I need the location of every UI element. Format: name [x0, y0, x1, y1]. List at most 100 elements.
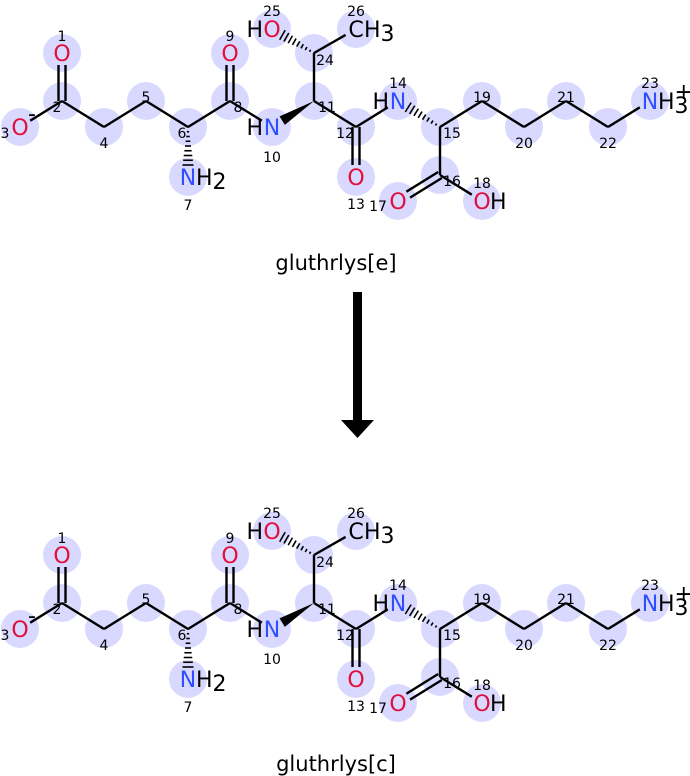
atom-label-1: O — [53, 42, 70, 67]
atom-label-9: O — [221, 544, 238, 569]
atom-highlight — [43, 536, 81, 574]
atom-label-26: C — [348, 520, 363, 545]
single-bond — [313, 99, 357, 129]
atom-label-7: N — [180, 668, 196, 693]
single-bond — [607, 106, 641, 129]
atom-number: 17 — [369, 701, 387, 717]
single-bond — [229, 601, 263, 624]
atom-number: 18 — [473, 678, 491, 694]
hashed-bond — [404, 102, 441, 128]
single-bond — [145, 99, 189, 129]
atom-label-3: O — [11, 618, 28, 643]
atom-number: 1 — [58, 531, 67, 547]
atom-suffix: H3 — [364, 520, 395, 549]
atom-number: 8 — [234, 100, 243, 116]
hashed-bond — [182, 126, 194, 166]
single-bond — [103, 99, 147, 129]
atom-highlight — [337, 660, 375, 698]
atom-number: 5 — [142, 592, 151, 608]
atom-number: 9 — [226, 531, 235, 547]
atom-highlight — [43, 34, 81, 72]
atom-number: 8 — [234, 602, 243, 618]
atom-number: 12 — [336, 126, 354, 142]
atom-label-14: N — [390, 90, 406, 115]
single-bond — [355, 106, 389, 129]
atom-number: 16 — [443, 676, 461, 692]
atom-suffix: H — [490, 692, 507, 717]
single-bond — [565, 99, 609, 129]
atom-number: 14 — [389, 578, 407, 594]
atom-number: 13 — [347, 699, 365, 715]
atom-prefix: H — [246, 116, 263, 141]
single-bond — [439, 601, 483, 631]
atom-suffix: - — [28, 604, 36, 629]
atom-prefix: H — [246, 520, 263, 545]
atom-label-17: O — [389, 190, 406, 215]
atom-number: 2 — [53, 602, 62, 618]
atom-suffix: H2 — [196, 668, 227, 697]
atom-number: 12 — [336, 628, 354, 644]
atom-number: 20 — [515, 136, 533, 152]
hashed-bond — [278, 29, 315, 54]
atom-number: 18 — [473, 176, 491, 192]
atom-number: 23 — [641, 578, 659, 594]
single-bond — [355, 608, 389, 631]
atom-prefix: H — [372, 592, 389, 617]
wedge-bond — [279, 603, 314, 627]
atom-highlight — [211, 34, 249, 72]
atom-prefix: H — [372, 90, 389, 115]
atom-highlight — [337, 10, 375, 48]
atom-highlight — [463, 182, 501, 220]
atom-label-23: N — [642, 592, 658, 617]
atom-label-26: C — [348, 18, 363, 43]
atom-label-3: O — [11, 116, 28, 141]
atom-highlight — [169, 158, 207, 196]
atom-highlight — [337, 512, 375, 550]
atom-number: 7 — [184, 198, 193, 214]
single-bond — [61, 601, 105, 631]
single-bond — [29, 601, 63, 624]
reaction-arrow-icon — [341, 292, 374, 438]
atom-number: 11 — [318, 100, 336, 116]
atom-number: 13 — [347, 197, 365, 213]
single-bond — [565, 601, 609, 631]
atom-number: 1 — [58, 29, 67, 45]
atom-label-25: O — [263, 520, 280, 545]
atom-number: 22 — [599, 638, 617, 654]
atom-number: 11 — [318, 602, 336, 618]
atom-suffix: - — [28, 102, 36, 127]
double-bond — [409, 176, 443, 199]
atom-label-17: O — [389, 692, 406, 717]
atom-number: 21 — [557, 90, 575, 106]
single-bond — [145, 601, 189, 631]
double-bond — [409, 678, 443, 701]
atom-number: 25 — [263, 506, 281, 522]
single-bond — [103, 601, 147, 631]
atom-number: 25 — [263, 4, 281, 20]
atom-prefix: H — [246, 18, 263, 43]
atom-number: 9 — [226, 29, 235, 45]
atom-number: 4 — [100, 638, 109, 654]
atom-number: 23 — [641, 76, 659, 92]
atom-suffix: H3+ — [658, 582, 690, 621]
single-bond — [187, 99, 231, 129]
atom-highlight — [253, 512, 291, 550]
single-bond — [187, 601, 231, 631]
atom-label-9: O — [221, 42, 238, 67]
atom-label-13: O — [347, 166, 364, 191]
single-bond — [439, 99, 483, 129]
hashed-bond — [182, 628, 194, 668]
atom-number: 4 — [100, 136, 109, 152]
atom-number: 7 — [184, 700, 193, 716]
atom-number: 19 — [473, 90, 491, 106]
atom-label-13: O — [347, 668, 364, 693]
atom-label-18: O — [473, 692, 490, 717]
atom-number: 20 — [515, 638, 533, 654]
atom-highlight — [379, 82, 417, 120]
single-bond — [607, 608, 641, 631]
atom-highlight — [169, 660, 207, 698]
atom-label-25: O — [263, 18, 280, 43]
atom-number: 10 — [263, 150, 281, 166]
